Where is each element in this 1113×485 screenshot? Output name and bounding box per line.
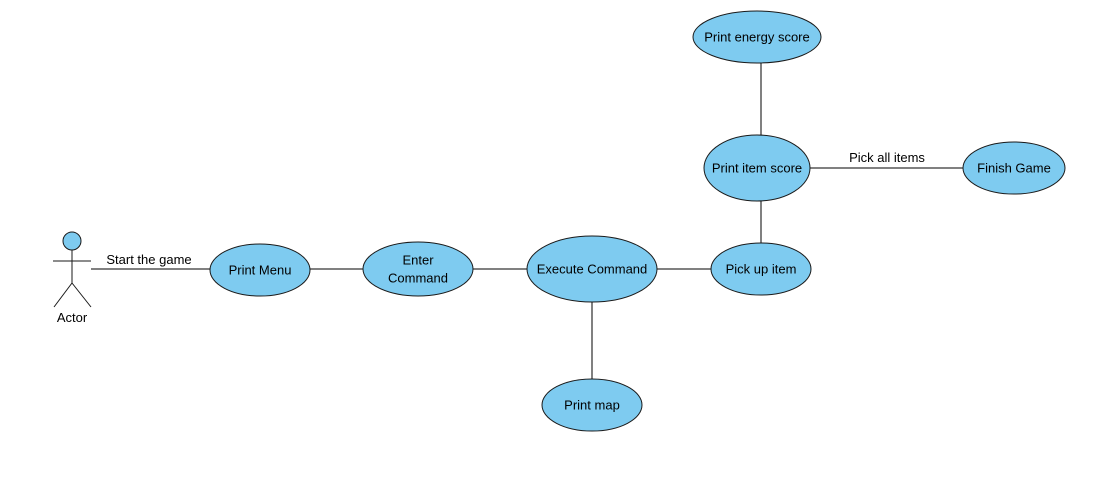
use-case-print-menu[interactable]: Print Menu [209,243,311,297]
actor-head [62,231,82,251]
use-case-label: Execute Command [537,262,648,277]
use-case-ellipse [962,141,1066,195]
use-case-ellipse [541,378,643,432]
use-case-print-energy-score[interactable]: Print energy score [692,10,822,64]
association-label-print-item-score-to-finish-game: Pick all items [849,150,925,165]
actor-right-leg [71,282,92,308]
use-case-label: Print energy score [704,30,810,45]
use-case-label: Finish Game [977,161,1051,176]
use-case-print-item-score[interactable]: Print item score [703,134,811,202]
use-case-label: Enter [402,253,434,268]
use-case-ellipse [703,134,811,202]
use-case-execute-command[interactable]: Execute Command [526,235,658,303]
use-case-ellipse [526,235,658,303]
use-case-finish-game[interactable]: Finish Game [962,141,1066,195]
association-label-actor-to-print-menu: Start the game [106,252,191,267]
use-case-ellipse [209,243,311,297]
use-case-ellipse [692,10,822,64]
use-case-ellipse [710,242,812,296]
actor-figure[interactable]: Actor [53,231,92,325]
use-case-label: Print map [564,398,620,413]
actor-label: Actor [57,310,88,325]
use-case-label: Print item score [712,161,802,176]
use-case-pick-up-item[interactable]: Pick up item [710,242,812,296]
use-case-ellipse [362,241,474,297]
use-case-label: Command [388,271,448,286]
actor-layer: Actor [53,231,92,325]
use-case-print-map[interactable]: Print map [541,378,643,432]
use-case-label: Pick up item [726,262,797,277]
actor-left-leg [53,282,73,308]
associations-layer: Start the game Pick all items [91,63,963,379]
use-case-label: Print Menu [229,263,292,278]
